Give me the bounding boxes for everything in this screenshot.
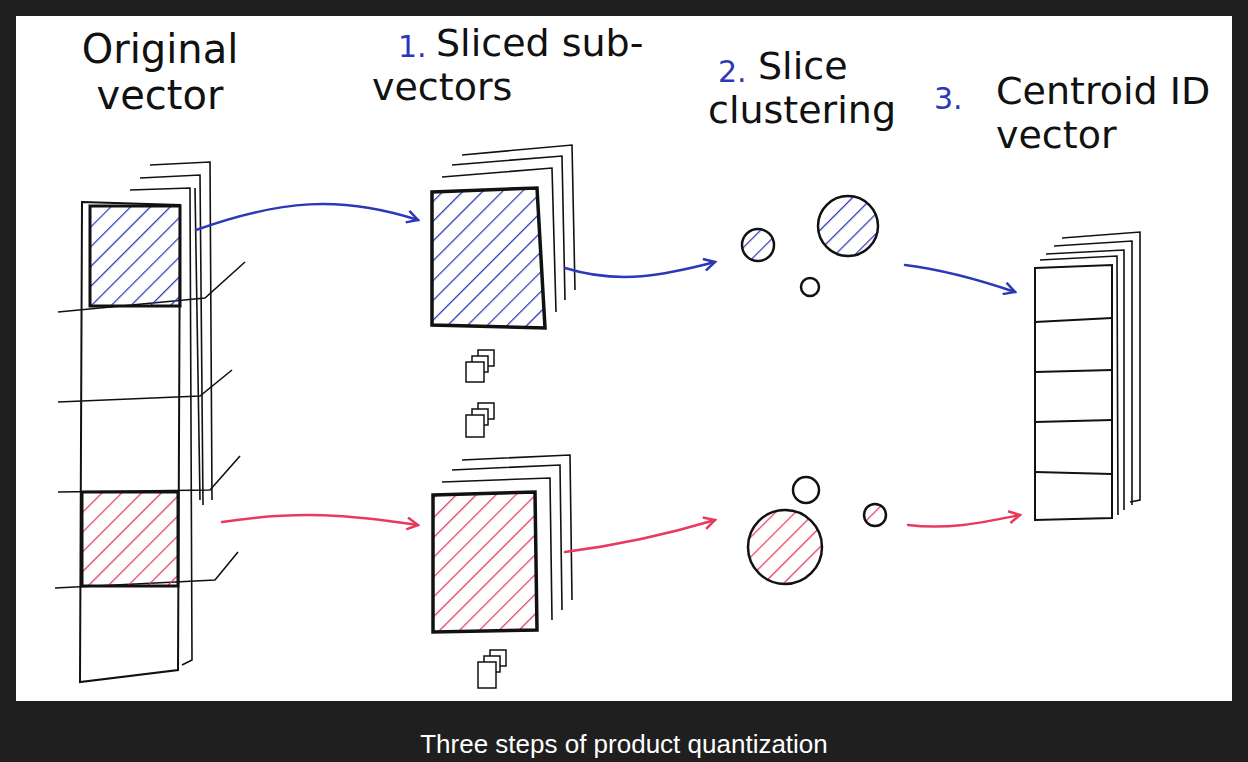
caption: Three steps of product quantization <box>0 730 1248 760</box>
column-heading: Slice clustering <box>708 45 943 132</box>
step-number: 2. <box>718 55 758 90</box>
column-heading: Original vector <box>55 26 265 118</box>
column-heading: Centroid ID vector <box>996 70 1226 157</box>
step-number: 3. <box>934 82 974 117</box>
column-heading: Sliced sub-vectors <box>372 22 657 109</box>
step-number: 1. <box>398 30 438 65</box>
